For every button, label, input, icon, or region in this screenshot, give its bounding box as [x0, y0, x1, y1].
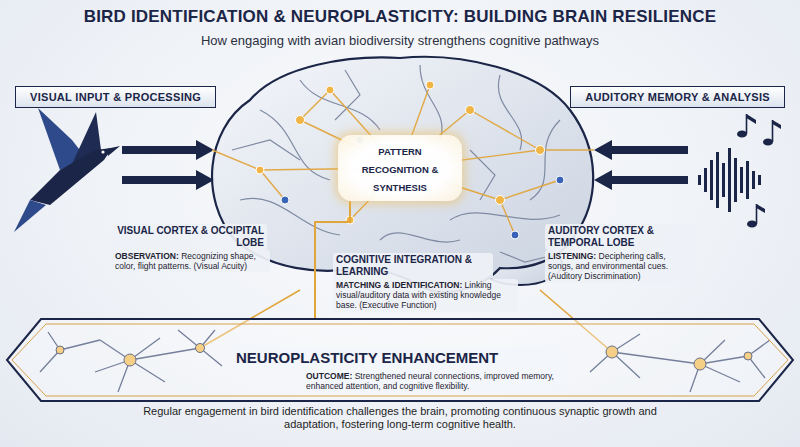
- outcome-band: NEUROPLASTICITY ENHANCEMENTOUTCOME: Stre…: [5, 318, 795, 402]
- band-border: [7, 319, 793, 401]
- hub-node: PATTERN RECOGNITION & SYNTHESIS: [338, 135, 462, 201]
- input-arrows: [594, 140, 688, 190]
- region-heading: VISUAL CORTEX & OCCIPITAL LOBE: [112, 224, 267, 250]
- section-banner: AUDITORY MEMORY & ANALYSIS: [570, 86, 785, 108]
- region-heading: AUDITORY CORTEX & TEMPORAL LOBE: [545, 224, 695, 250]
- caption: Regular engagement in bird identificatio…: [120, 405, 680, 431]
- subtitle: How engaging with avian biodiversity str…: [100, 33, 700, 49]
- band-heading: NEUROPLASTICITY ENHANCEMENT: [233, 348, 563, 368]
- sound-wave: [698, 148, 761, 212]
- region-description: LISTENING: Deciphering calls, songs, and…: [545, 250, 695, 283]
- section-banner: VISUAL INPUT & PROCESSING: [15, 86, 216, 108]
- region-description: OBSERVATION: Recognizing shape, color, f…: [112, 250, 270, 272]
- input-arrows: [122, 140, 214, 190]
- banner-label: AUDITORY MEMORY & ANALYSIS: [585, 91, 770, 103]
- title: BIRD IDENTIFICATION & NEUROPLASTICITY: B…: [8, 7, 792, 27]
- region-heading: COGNITIVE INTEGRATION & LEARNING: [333, 253, 493, 279]
- music-note: [737, 114, 781, 228]
- bird-icon: [14, 108, 120, 232]
- band-description: OUTCOME: Strengthened neural connections…: [303, 370, 565, 392]
- banner-label: VISUAL INPUT & PROCESSING: [30, 91, 201, 103]
- band-inner-border: [12, 324, 788, 396]
- hub-label: PATTERN RECOGNITION & SYNTHESIS: [362, 146, 439, 193]
- region-description: MATCHING & IDENTIFICATION: Linking visua…: [333, 279, 518, 312]
